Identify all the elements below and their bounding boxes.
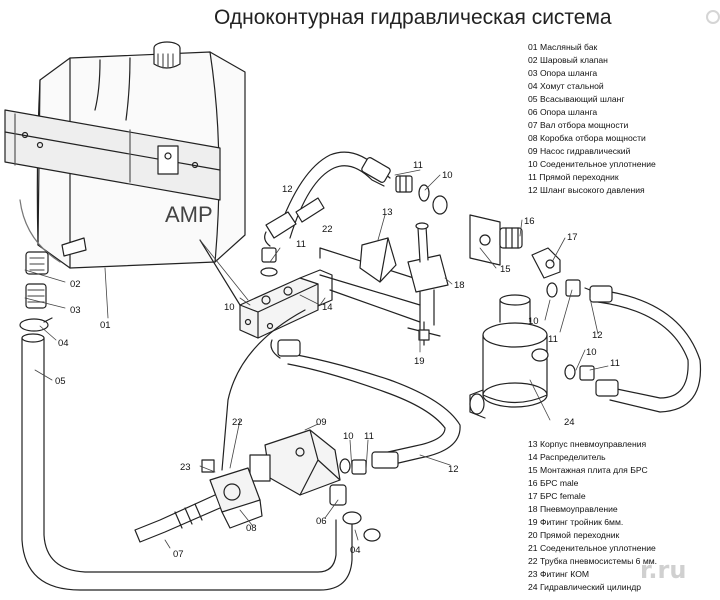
legend-parts-13-24: 13 Корпус пневмоуправления 14 Распредели… — [528, 438, 657, 594]
suction-hose — [21, 337, 353, 591]
callout-10a: 10 — [224, 302, 235, 313]
callout-08: 08 — [246, 523, 257, 534]
watermark: r.ru — [640, 556, 687, 584]
callout-22a: 22 — [322, 224, 333, 235]
straight-adapter-11 — [395, 175, 413, 193]
legend-item: 18 Пневмоуправление — [528, 504, 618, 514]
callout-16: 16 — [524, 216, 535, 227]
callout-06: 06 — [316, 516, 327, 527]
legend-item: 13 Корпус пневмоуправления — [528, 439, 647, 449]
steel-clamp-04 — [19, 317, 53, 332]
legend-item: 05 Всасывающий шланг — [528, 94, 625, 104]
callout-13: 13 — [382, 207, 393, 218]
legend-item: 03 Опора шланга — [528, 68, 598, 78]
legend-item: 11 Прямой переходник — [528, 172, 619, 182]
legend-item: 12 Шланг высокого давления — [528, 185, 645, 195]
mounting-plate-15 — [469, 214, 501, 266]
callout-19: 19 — [414, 356, 425, 367]
legend-item: 08 Коробка отбора мощности — [528, 133, 646, 143]
legend-item: 10 Соеденительное уплотнение — [528, 159, 656, 169]
hydraulic-pump-09 — [249, 429, 341, 496]
legend-item: 23 Фитинг КОМ — [528, 569, 590, 579]
oil-tank — [4, 41, 246, 269]
legend-item: 22 Трубка пневмосистемы 6 мм. — [528, 556, 658, 566]
ball-valve — [25, 251, 49, 275]
legend-item: 15 Монтажная плита для БРС — [528, 465, 648, 475]
callout-11c: 11 — [548, 334, 558, 345]
callout-07: 07 — [173, 549, 184, 560]
legend-item: 02 Шаровый клапан — [528, 55, 608, 65]
callout-05: 05 — [55, 376, 66, 387]
callout-11d: 11 — [610, 358, 620, 369]
pneumatic-housing-13 — [359, 237, 397, 283]
legend-item: 20 Прямой переходник — [528, 530, 620, 540]
callout-04b: 04 — [350, 545, 361, 556]
callout-23: 23 — [180, 462, 191, 473]
callout-15: 15 — [500, 264, 511, 275]
legend-item: 01 Масляный бак — [528, 42, 598, 52]
legend-item: 07 Вал отбора мощности — [528, 120, 629, 130]
hydraulic-cylinder-24 — [469, 294, 549, 419]
callout-11e: 11 — [364, 431, 374, 442]
quick-coupler-female-17 — [531, 247, 561, 279]
legend-item: 17 БРС female — [528, 491, 586, 501]
callout-17: 17 — [567, 232, 578, 243]
callout-10b: 10 — [442, 170, 453, 181]
legend-item: 24 Гидравлический цилиндр — [528, 582, 642, 592]
callout-04: 04 — [58, 338, 69, 349]
tee-fitting-19 — [407, 321, 441, 346]
legend-item: 14 Распределитель — [528, 452, 606, 462]
hose-support-03 — [25, 283, 47, 309]
callout-02: 02 — [70, 279, 81, 290]
callout-11a: 11 — [413, 160, 423, 171]
distributor-14 — [239, 269, 333, 339]
pto-gearbox-08 — [209, 467, 263, 529]
callout-01: 01 — [100, 320, 111, 331]
callout-12c: 12 — [448, 464, 459, 475]
legend-item: 16 БРС male — [528, 478, 579, 488]
page-title: Одноконтурная гидравлическая система — [214, 6, 612, 29]
callout-10d: 10 — [586, 347, 597, 358]
callout-10e: 10 — [343, 431, 354, 442]
callout-24: 24 — [564, 417, 575, 428]
legend-item: 06 Опора шланга — [528, 107, 598, 117]
hose-elbow-12 — [264, 197, 325, 247]
callout-11b: 11 — [296, 239, 306, 250]
callout-14: 14 — [322, 302, 333, 313]
callout-12a: 12 — [282, 184, 293, 195]
legend-item: 21 Соеденительное уплотнение — [528, 543, 656, 553]
legend-item: 04 Хомут стальной — [528, 81, 604, 91]
callout-03: 03 — [70, 305, 81, 316]
callout-10c: 10 — [528, 316, 539, 327]
legend-item: 19 Фитинг тройник 6мм. — [528, 517, 624, 527]
callout-18: 18 — [454, 280, 465, 291]
pto-shaft-07 — [134, 494, 221, 543]
pneumatic-control-18 — [407, 222, 449, 331]
callout-09: 09 — [316, 417, 327, 428]
high-pressure-hose-bottom — [279, 351, 461, 466]
pneumatic-line-22-lower — [221, 309, 306, 471]
high-pressure-hose-right — [597, 289, 702, 413]
watermark-corner-icon — [706, 10, 720, 24]
legend-item: 09 Насос гидравлический — [528, 146, 631, 156]
callout-12b: 12 — [592, 330, 603, 341]
quick-coupler-male-16 — [499, 227, 523, 249]
callout-22b: 22 — [232, 417, 243, 428]
tank-brand-label: AMP — [165, 202, 213, 227]
legend-parts-01-12: 01 Масляный бак 02 Шаровый клапан 03 Опо… — [528, 41, 656, 197]
